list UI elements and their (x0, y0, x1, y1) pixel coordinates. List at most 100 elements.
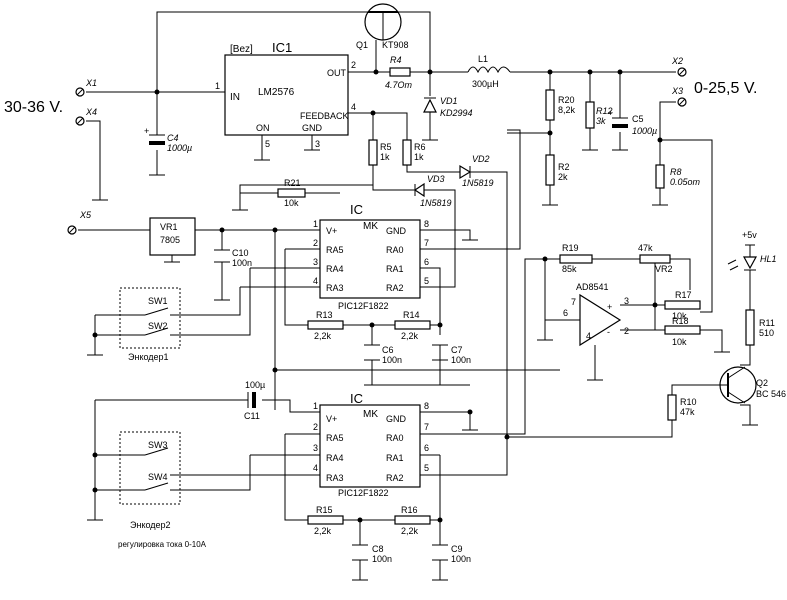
regulator-vr1: VR1 7805 (149, 217, 196, 256)
input-voltage-label: 30-36 V. (4, 99, 63, 116)
ic1-lm2576: [Bez] IC1 LM2576 IN OUT FEEDBACK ON GND … (215, 40, 356, 149)
svg-text:R18: R18 (672, 316, 689, 326)
svg-text:X2: X2 (671, 56, 683, 66)
svg-text:4: 4 (586, 331, 591, 341)
svg-text:GND: GND (302, 123, 323, 133)
svg-text:R4: R4 (390, 55, 402, 65)
diode-vd1: VD1 KD2994 (423, 96, 473, 118)
svg-text:C11: C11 (244, 411, 260, 421)
svg-text:2,2k: 2,2k (401, 526, 419, 536)
capacitor-c4: + C4 1000µ (144, 126, 192, 153)
svg-text:100n: 100n (232, 258, 252, 268)
svg-text:3: 3 (315, 139, 320, 149)
svg-text:4: 4 (351, 102, 356, 112)
resistor-r19: R19 85k (559, 243, 593, 274)
svg-text:7: 7 (424, 238, 429, 248)
svg-text:100n: 100n (382, 355, 402, 365)
svg-text:6: 6 (563, 308, 568, 318)
svg-text:[Bez]: [Bez] (230, 44, 253, 55)
resistor-r16: R16 2,2k (394, 505, 431, 536)
resistor-r5: R5 1k (368, 139, 392, 166)
svg-text:R5: R5 (380, 142, 392, 152)
svg-text:GND: GND (386, 226, 407, 236)
svg-text:2: 2 (351, 60, 356, 70)
svg-text:Q1: Q1 (356, 40, 368, 50)
capacitor-c6: C6 100n (364, 344, 402, 365)
connector-x5: X5 (67, 210, 92, 235)
svg-text:IC1: IC1 (272, 40, 292, 55)
connector-x2: X2 (671, 56, 687, 77)
svg-text:100µ: 100µ (245, 380, 265, 390)
svg-text:+5v: +5v (742, 230, 757, 240)
svg-text:510: 510 (759, 328, 774, 338)
resistor-r4: R4 4.7Om (385, 55, 413, 90)
opamp-ad8541: AD8541 7 6 3 2 4 + - (563, 282, 629, 347)
svg-text:C9: C9 (451, 544, 463, 554)
svg-text:KT908: KT908 (382, 40, 409, 50)
encoder2: SW3 SW4 Энкодер2 регулировка тока 0-10А (118, 431, 207, 549)
svg-text:VD3: VD3 (427, 174, 445, 184)
svg-text:R20: R20 (558, 95, 575, 105)
svg-text:5: 5 (265, 139, 270, 149)
mcu-mk1: IC MK V+ RA5 RA4 RA3 GND RA0 RA1 RA2 1 2… (313, 202, 429, 311)
svg-text:HL1: HL1 (760, 254, 777, 264)
transistor-q1: Q1 KT908 (356, 3, 409, 50)
capacitor-c9: C9 100n (432, 544, 471, 564)
svg-text:R8: R8 (670, 167, 682, 177)
svg-text:6: 6 (424, 257, 429, 267)
svg-text:C5: C5 (632, 114, 644, 124)
transistor-q2: Q2 BC 546 (719, 366, 786, 404)
svg-text:L1: L1 (478, 54, 488, 64)
svg-text:5: 5 (424, 276, 429, 286)
svg-text:4: 4 (313, 463, 318, 473)
svg-text:RA1: RA1 (386, 453, 404, 463)
resistor-r20: R20 8,2k (545, 89, 576, 121)
svg-text:-: - (607, 327, 610, 337)
inductor-l1: L1 300µH (467, 54, 511, 89)
resistor-r13: R13 2,2k (307, 310, 344, 341)
svg-text:3: 3 (313, 443, 318, 453)
svg-text:RA5: RA5 (326, 245, 344, 255)
svg-text:6: 6 (424, 443, 429, 453)
capacitor-c10: C10 100n (214, 248, 252, 268)
svg-text:X5: X5 (79, 210, 92, 220)
svg-text:VR2: VR2 (655, 264, 673, 274)
svg-text:RA5: RA5 (326, 433, 344, 443)
svg-text:1000µ: 1000µ (632, 126, 657, 136)
svg-text:8: 8 (424, 401, 429, 411)
svg-text:+: + (608, 108, 613, 118)
svg-text:3k: 3k (596, 116, 606, 126)
svg-text:V+: V+ (326, 226, 337, 236)
resistor-r12: R12 3k (585, 101, 613, 129)
connector-x4: X4 (75, 107, 97, 126)
junctions (92, 69, 663, 523)
svg-text:R2: R2 (558, 162, 570, 172)
svg-text:7: 7 (571, 297, 576, 307)
svg-text:RA0: RA0 (386, 245, 404, 255)
svg-text:SW3: SW3 (148, 440, 168, 450)
svg-text:3: 3 (313, 257, 318, 267)
svg-text:IC: IC (350, 202, 363, 217)
svg-text:2k: 2k (558, 172, 568, 182)
svg-text:1: 1 (313, 219, 318, 229)
svg-text:X3: X3 (671, 86, 683, 96)
capacitor-c5: + C5 1000µ (608, 108, 657, 136)
svg-text:10k: 10k (284, 198, 299, 208)
svg-text:1: 1 (313, 401, 318, 411)
svg-text:300µH: 300µH (472, 79, 499, 89)
svg-text:2: 2 (624, 326, 629, 336)
svg-text:2: 2 (313, 422, 318, 432)
led-hl1: HL1 +5v (727, 230, 777, 310)
svg-text:PIC12F1822: PIC12F1822 (338, 301, 389, 311)
svg-text:0.05om: 0.05om (670, 177, 701, 187)
svg-text:IC: IC (350, 391, 363, 406)
svg-text:5: 5 (424, 463, 429, 473)
svg-text:AD8541: AD8541 (576, 282, 609, 292)
svg-text:100n: 100n (372, 554, 392, 564)
svg-text:1N5819: 1N5819 (462, 178, 494, 188)
svg-text:2,2k: 2,2k (401, 331, 419, 341)
svg-text:8,2k: 8,2k (558, 105, 576, 115)
svg-text:MK: MK (363, 409, 378, 420)
svg-text:RA1: RA1 (386, 264, 404, 274)
